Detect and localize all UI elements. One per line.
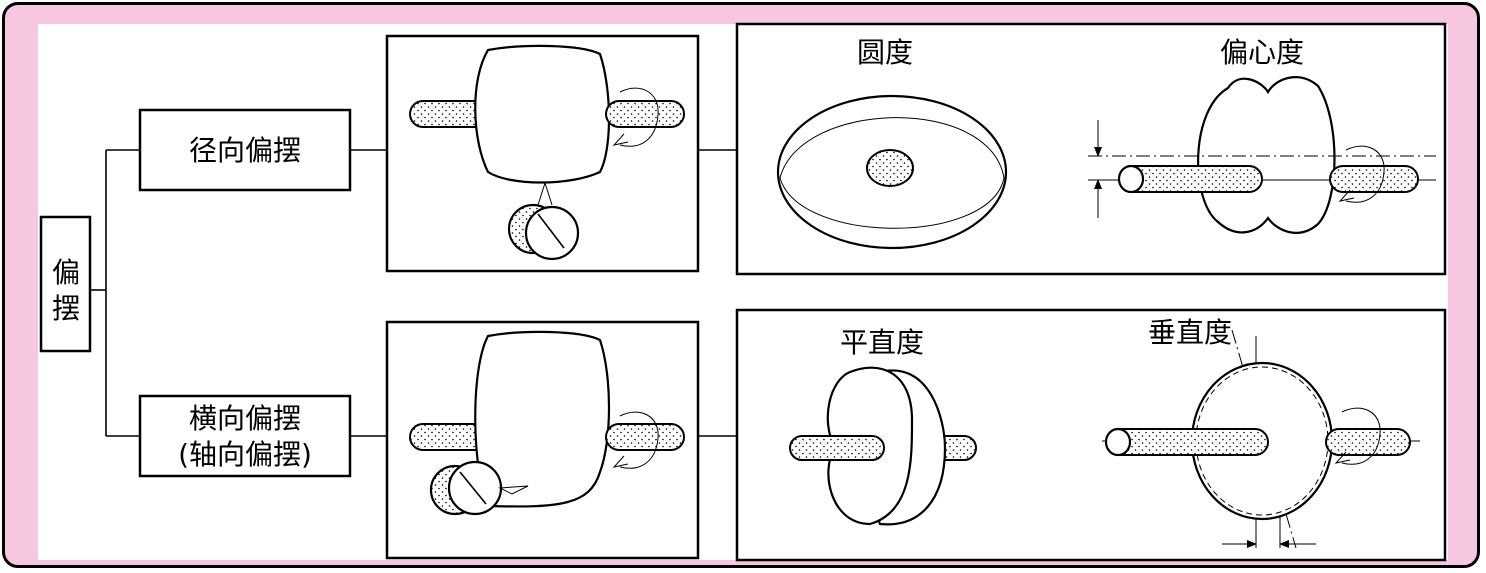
axial-runout-label-line2: (轴向偏摆): [178, 438, 312, 471]
root-label-char1: 偏: [52, 256, 80, 289]
axial-illustration: [385, 320, 700, 560]
roundness-label: 圆度: [857, 36, 913, 69]
axial-runout-node: 横向偏摆 (轴向偏摆): [138, 394, 352, 478]
flatness-label: 平直度: [840, 326, 924, 359]
root-node: 偏 摆: [39, 215, 92, 353]
tree-connectors: [90, 149, 737, 437]
root-label-char2: 摆: [52, 292, 80, 325]
axial-subtypes-panel: 平直度 垂直度: [735, 308, 1447, 562]
eccentricity-label: 偏心度: [1220, 36, 1304, 69]
radial-runout-node: 径向偏摆: [138, 108, 352, 192]
axial-runout-label-line1: 横向偏摆: [189, 402, 301, 435]
radial-illustration: [385, 34, 700, 273]
perpendicularity-label: 垂直度: [1148, 316, 1232, 349]
radial-subtypes-panel: 圆度 偏心度: [735, 22, 1447, 276]
radial-runout-label: 径向偏摆: [189, 134, 301, 167]
